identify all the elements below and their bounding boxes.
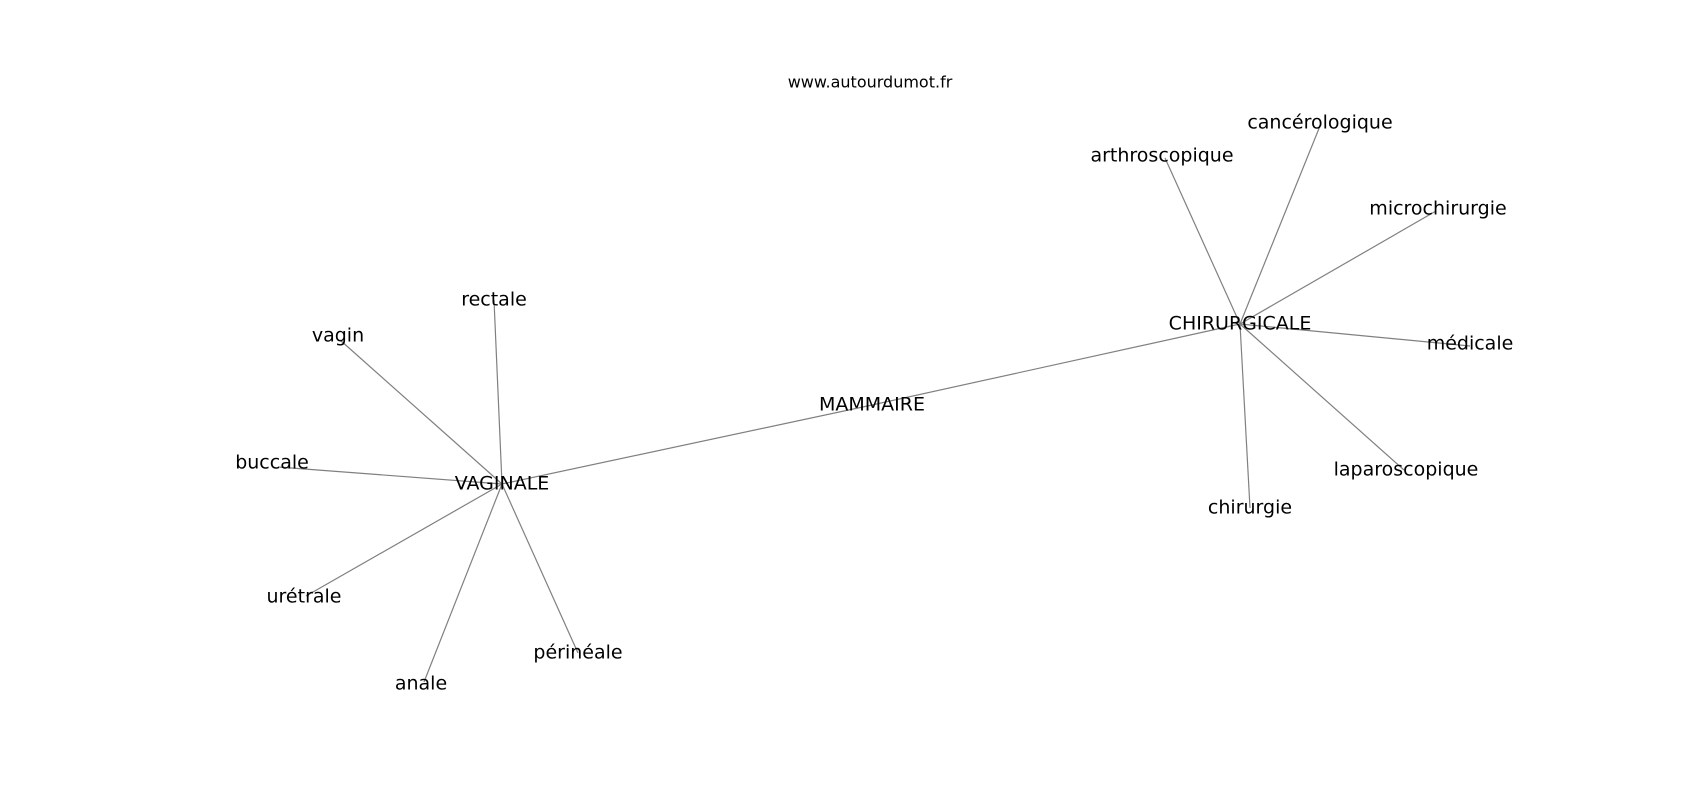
node-uretrale: urétrale bbox=[266, 585, 342, 608]
node-laparoscopique: laparoscopique bbox=[1333, 458, 1479, 481]
edge-vaginale-vagin bbox=[339, 339, 503, 485]
node-vagin: vagin bbox=[311, 324, 365, 347]
node-anale: anale bbox=[394, 672, 448, 695]
edge-chirurgicale-chirurgie bbox=[1239, 323, 1251, 509]
edge-vaginale-buccale bbox=[277, 466, 503, 485]
source-label: www.autourdumot.fr bbox=[787, 72, 953, 92]
edge-chirurgicale-microchirurgie bbox=[1239, 210, 1437, 325]
edge-chirurgicale-laparoscopique bbox=[1239, 323, 1405, 471]
edge-chirurgicale-medicale bbox=[1239, 323, 1471, 347]
edge-chirurgicale-cancerologique bbox=[1239, 125, 1321, 325]
node-microchirurgie: microchirurgie bbox=[1369, 197, 1507, 220]
edge-chirurgicale-arthroscopique bbox=[1164, 157, 1241, 325]
node-perineale: périnéale bbox=[533, 641, 623, 664]
node-rectale: rectale bbox=[461, 288, 527, 311]
edge-vaginale-rectale bbox=[493, 299, 503, 485]
node-medicale: médicale bbox=[1426, 332, 1514, 355]
edge-mammaire-chirurgicale bbox=[871, 323, 1241, 406]
node-vaginale: VAGINALE bbox=[454, 472, 550, 495]
edge-vaginale-perineale bbox=[501, 483, 579, 654]
edge-vaginale-anale bbox=[423, 483, 503, 683]
node-chirurgie: chirurgie bbox=[1207, 496, 1293, 519]
node-buccale: buccale bbox=[235, 451, 309, 474]
node-arthroscopique: arthroscopique bbox=[1090, 144, 1234, 167]
edge-vaginale-uretrale bbox=[305, 483, 503, 597]
node-cancerologique: cancérologique bbox=[1247, 111, 1393, 134]
edge-mammaire-vaginale bbox=[501, 404, 873, 485]
node-mammaire: MAMMAIRE bbox=[819, 393, 925, 416]
node-chirurgicale: CHIRURGICALE bbox=[1168, 312, 1312, 335]
